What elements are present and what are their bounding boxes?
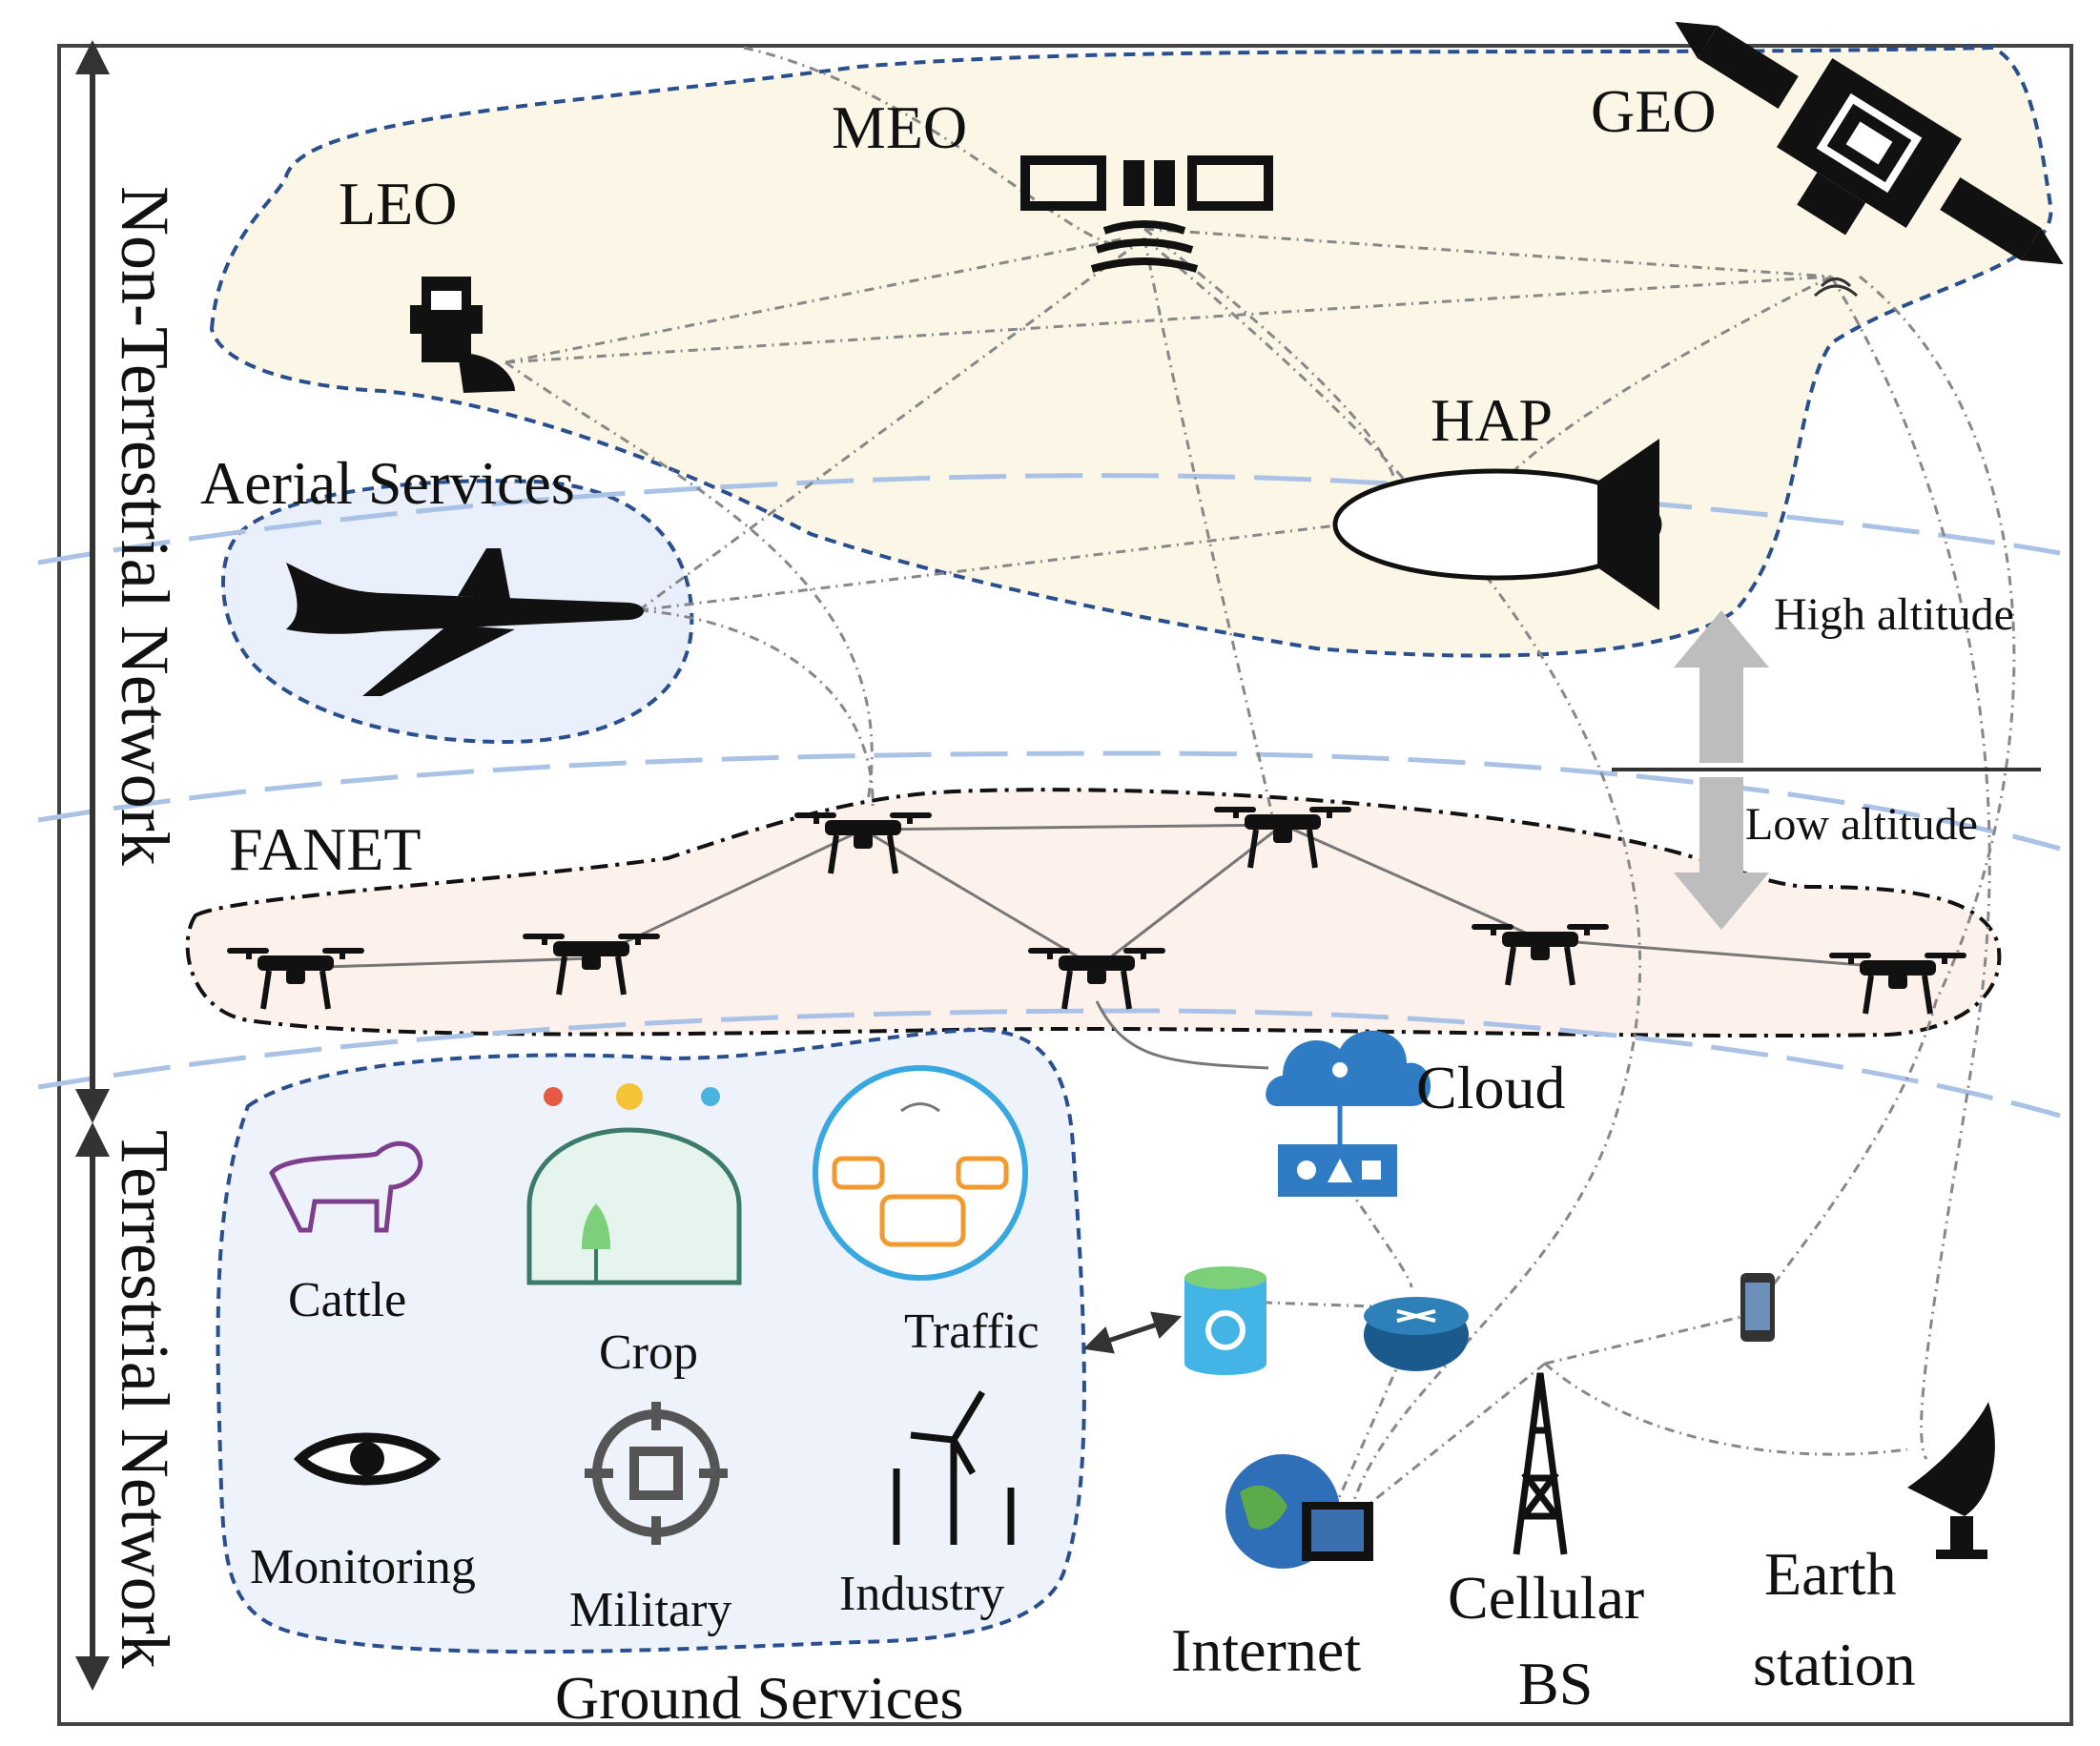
cattle-label: Cattle (288, 1273, 406, 1327)
crop-label: Crop (599, 1325, 698, 1380)
airplane-icon (286, 548, 644, 696)
geo-signal-icon (1813, 277, 1859, 298)
hap-label: HAP (1431, 386, 1553, 454)
meo-label: MEO (832, 93, 967, 161)
cattle-icon (269, 1140, 423, 1233)
leo-label: LEO (339, 170, 457, 237)
geo-satellite-icon (1675, 21, 2064, 265)
altitude-arrow-icon (1674, 610, 1769, 930)
military-label: Military (569, 1583, 731, 1637)
meo-satellite-icon (1020, 155, 1273, 273)
traffic-icon (813, 1065, 1028, 1281)
monitoring-eye-icon (293, 1432, 442, 1486)
fanet-label: FANET (229, 815, 421, 883)
router-icon (1364, 1297, 1469, 1371)
bs-label: BS (1518, 1650, 1593, 1717)
wind-turbine-icon (893, 1390, 1015, 1545)
geo-label: GEO (1591, 77, 1717, 145)
layer-line-top (37, 473, 2061, 565)
internet-globe-icon (1225, 1454, 1373, 1569)
internet-label: Internet (1171, 1616, 1361, 1684)
terrestrial-label: Terrestrial Network (107, 1130, 183, 1669)
monitoring-label: Monitoring (250, 1540, 476, 1594)
station-label: station (1753, 1631, 1916, 1698)
ground-services-label: Ground Services (555, 1664, 963, 1732)
high-altitude-label: High altitude (1774, 589, 2014, 640)
dotted-links (504, 46, 2016, 1518)
military-target-icon (585, 1402, 728, 1545)
layer-line-middle (37, 750, 2061, 852)
industry-label: Industry (839, 1567, 1004, 1621)
database-icon (1184, 1266, 1266, 1375)
cloud-label: Cloud (1416, 1054, 1565, 1121)
aerial-services-label: Aerial Services (200, 449, 575, 517)
leo-satellite-icon (410, 277, 515, 393)
earth-station-dish-icon (1907, 1402, 1995, 1559)
hap-icon (1332, 439, 1662, 610)
earth-label: Earth (1764, 1540, 1897, 1608)
phone-icon (1740, 1273, 1775, 1342)
cloud-icon (1266, 1030, 1431, 1197)
low-altitude-label: Low altitude (1745, 799, 1978, 850)
cellular-tower-icon (1513, 1372, 1568, 1555)
cellular-label: Cellular (1448, 1564, 1644, 1632)
traffic-label: Traffic (904, 1304, 1040, 1359)
outer-frame (57, 44, 2073, 1726)
greenhouse-icon (526, 1083, 742, 1285)
layer-line-bottom (37, 1008, 2061, 1119)
non-terrestrial-label: Non-Terrestrial Network (107, 186, 183, 866)
traffic-db-link (1082, 1311, 1183, 1354)
fanet-links (295, 823, 1899, 1070)
